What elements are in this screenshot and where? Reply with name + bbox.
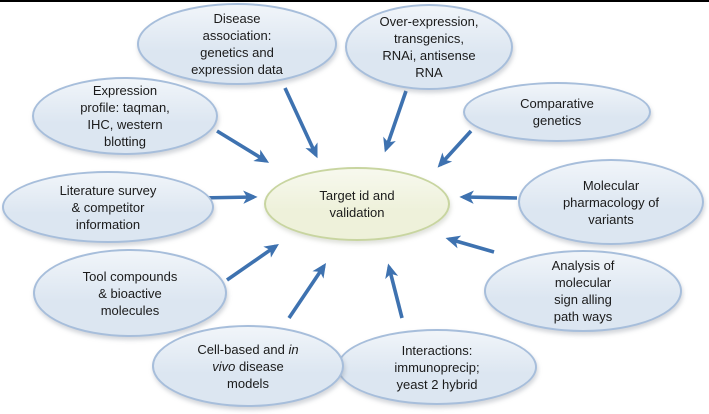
arrow-signalling-analysis	[445, 235, 495, 254]
node-tool-compounds: Tool compounds & bioactive molecules	[33, 249, 227, 337]
node-literature-survey: Literature survey & competitor informati…	[2, 171, 214, 243]
node-literature-survey-label: Literature survey & competitor informati…	[59, 182, 157, 232]
node-signalling-analysis: Analysis of molecular sign alling path w…	[484, 250, 682, 332]
arrow-expression-profile	[216, 129, 270, 163]
node-interactions-label: Interactions: immunoprecip; yeast 2 hybr…	[394, 342, 480, 392]
node-target-label: Target id and validation	[319, 188, 395, 220]
node-expression-profile-label: Expression profile: taqman, IHC, western…	[80, 83, 170, 149]
arrow-comparative-genetics	[437, 129, 473, 168]
node-comparative-genetics-label: Comparative genetics	[520, 96, 594, 128]
arrow-molecular-pharmacology	[459, 190, 518, 204]
node-cell-based-models-label: Cell-based and in vivo disease models	[197, 341, 299, 391]
top-border-line	[0, 0, 709, 2]
node-disease-association-label: Disease association: genetics and expres…	[191, 11, 283, 77]
arrow-cell-based-models	[287, 263, 327, 320]
node-tool-compounds-label: Tool compounds & bioactive molecules	[82, 268, 178, 318]
node-over-expression: Over-expression, transgenics, RNAi, anti…	[345, 4, 513, 90]
arrow-over-expression	[383, 90, 408, 153]
node-cell-based-models: Cell-based and in vivo disease models	[152, 325, 344, 407]
node-molecular-pharmacology: Molecular pharmacology of variants	[518, 159, 704, 245]
arrow-interactions	[385, 263, 404, 319]
node-over-expression-label: Over-expression, transgenics, RNAi, anti…	[379, 14, 479, 80]
node-target: Target id and validation	[264, 167, 450, 241]
node-interactions: Interactions: immunoprecip; yeast 2 hybr…	[337, 329, 537, 405]
node-expression-profile: Expression profile: taqman, IHC, western…	[32, 77, 218, 155]
node-comparative-genetics: Comparative genetics	[463, 82, 651, 142]
node-molecular-pharmacology-label: Molecular pharmacology of variants	[562, 177, 660, 227]
node-disease-association: Disease association: genetics and expres…	[137, 3, 337, 85]
arrow-tool-compounds	[225, 243, 279, 282]
node-signalling-analysis-label: Analysis of molecular sign alling path w…	[551, 258, 615, 324]
arrow-disease-association	[283, 87, 318, 159]
